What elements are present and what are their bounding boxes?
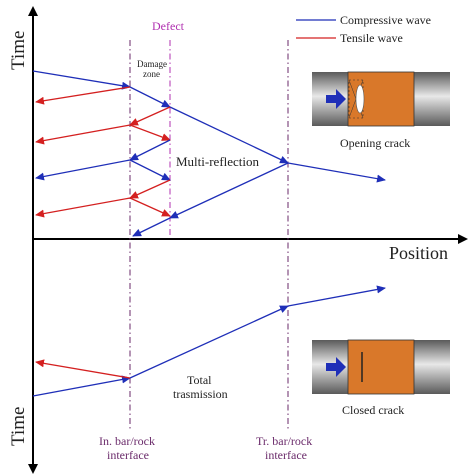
transmitted-reflect-back — [169, 162, 289, 219]
transmitted-path-upper — [169, 106, 289, 164]
reflected-tensile-wave-lower — [35, 359, 131, 379]
closed-crack-caption: Closed crack — [342, 403, 404, 417]
transmitted-out-lower — [287, 285, 386, 307]
time-axis-label-top: Time — [8, 31, 29, 70]
damage-zone-label-2: zone — [143, 69, 160, 79]
opening-crack-caption: Opening crack — [340, 136, 410, 150]
legend: Compressive wave Tensile wave — [296, 13, 431, 45]
legend-compressive-label: Compressive wave — [340, 13, 431, 27]
transmitted-interface-label-2: interface — [265, 448, 307, 462]
defect-label: Defect — [152, 19, 185, 33]
tensile-to-defect-4 — [129, 197, 171, 217]
incident-compressive-wave-lower — [32, 375, 131, 397]
time-axis-label-bottom: Time — [8, 407, 29, 446]
multi-reflection-label: Multi-reflection — [176, 154, 260, 169]
incident-arrow-icon — [326, 89, 346, 109]
opening-crack-waves — [32, 70, 386, 237]
total-transmission-label-2: trasmission — [173, 387, 228, 401]
closed-crack-inset: Closed crack — [312, 339, 450, 417]
incident-interface-label-2: interface — [107, 448, 149, 462]
legend-tensile-label: Tensile wave — [340, 31, 403, 45]
position-axis-label: Position — [389, 243, 448, 263]
incident-arrow-icon-lower — [326, 357, 346, 377]
reflected-tensile-wave-3 — [35, 197, 131, 218]
tensile-reflect-defect-1 — [129, 106, 171, 126]
reflected-tensile-wave-2 — [35, 124, 131, 145]
transmitted-interface-label-1: Tr. bar/rock — [256, 434, 312, 448]
opening-crack-shape — [355, 84, 365, 114]
damage-zone-label-1: Damage — [137, 59, 167, 69]
compressive-reflect-defect-2 — [129, 139, 171, 161]
incident-compressive-wave — [32, 70, 131, 90]
tensile-reflect-defect-3 — [129, 179, 171, 199]
transmitted-out-upper — [287, 162, 386, 183]
transmitted-bar-lower — [414, 340, 450, 394]
reflected-compressive-wave — [35, 159, 131, 181]
total-transmission-label-1: Total — [187, 373, 212, 387]
tensile-to-defect-2 — [129, 124, 171, 141]
total-transmission-wave — [129, 305, 289, 379]
incident-interface-label-1: In. bar/rock — [99, 434, 155, 448]
reflected-tensile-wave-1 — [35, 86, 131, 105]
transmitted-bar-upper — [414, 72, 450, 126]
compressive-to-defect-3 — [129, 159, 171, 181]
compressive-to-defect-1 — [129, 86, 171, 108]
specimen-lower — [347, 339, 415, 395]
transmitted-reflect-back-2 — [132, 217, 171, 237]
opening-crack-inset: Opening crack — [312, 71, 450, 150]
closed-crack-waves — [32, 285, 386, 397]
